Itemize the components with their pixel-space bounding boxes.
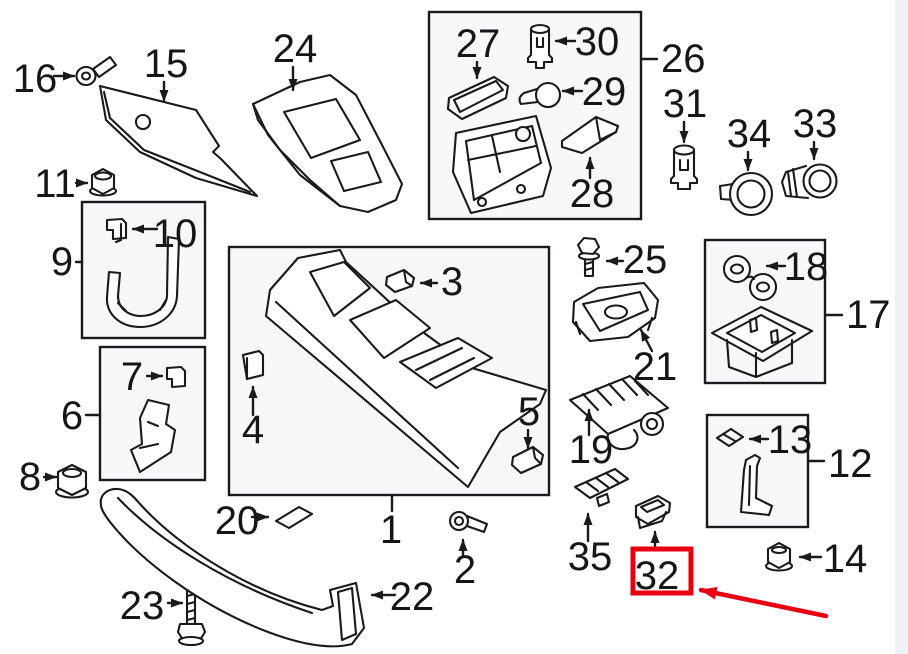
callout-29[interactable]: 29 <box>582 70 627 114</box>
callout-15[interactable]: 15 <box>144 42 189 86</box>
part-25-drawing <box>576 236 601 278</box>
highlight-arrow <box>698 586 829 619</box>
part-8-drawing <box>54 463 90 499</box>
part-12-bracket-drawing <box>739 453 774 517</box>
part-14-drawing <box>764 541 794 572</box>
part-6-drawing <box>129 398 177 474</box>
part-30-drawing <box>526 23 554 70</box>
callout-3[interactable]: 3 <box>441 260 463 304</box>
callout-12[interactable]: 12 <box>828 442 873 486</box>
part-20-drawing <box>274 505 314 530</box>
callout-4[interactable]: 4 <box>242 408 264 452</box>
part-27-drawing <box>446 75 510 121</box>
part-9-drawing <box>105 235 181 329</box>
part-26-control-unit-drawing <box>451 114 553 215</box>
callout-1[interactable]: 1 <box>380 508 402 552</box>
part-34-drawing <box>718 171 774 217</box>
callout-31[interactable]: 31 <box>663 82 708 126</box>
callout-9[interactable]: 9 <box>51 240 73 284</box>
window-edge-strip <box>895 0 908 654</box>
callout-28[interactable]: 28 <box>570 172 615 216</box>
leader-21 <box>639 328 654 353</box>
callout-20[interactable]: 20 <box>215 499 260 543</box>
part-31-drawing <box>669 144 699 191</box>
part-10-drawing <box>105 217 128 244</box>
callout-24[interactable]: 24 <box>273 27 318 71</box>
part-22-drawing <box>99 487 366 648</box>
callout-18[interactable]: 18 <box>784 245 829 289</box>
part-21-drawing <box>571 281 660 343</box>
highlight-box <box>630 546 694 596</box>
part-3-drawing <box>384 268 416 294</box>
part-16-drawing <box>75 55 118 87</box>
part-15-drawing <box>98 84 259 198</box>
part-7-drawing <box>165 365 187 389</box>
part-29-drawing <box>518 81 562 109</box>
callout-26[interactable]: 26 <box>661 37 706 81</box>
callout-6[interactable]: 6 <box>61 394 83 438</box>
callout-2[interactable]: 2 <box>454 548 476 592</box>
part-18-drawing <box>722 254 778 302</box>
part-32-drawing <box>634 494 672 530</box>
callout-5[interactable]: 5 <box>518 390 540 434</box>
part-2-drawing <box>448 510 489 534</box>
part-1-drawing <box>264 248 548 489</box>
callout-25[interactable]: 25 <box>623 238 668 282</box>
part-35-drawing <box>573 467 630 508</box>
part-33-drawing <box>780 163 838 200</box>
callout-17[interactable]: 17 <box>846 293 891 337</box>
callout-11[interactable]: 11 <box>34 162 76 206</box>
callout-14[interactable]: 14 <box>823 537 868 581</box>
part-17-cupholder-drawing <box>710 305 814 379</box>
callout-22[interactable]: 22 <box>390 575 435 619</box>
callout-35[interactable]: 35 <box>568 535 613 579</box>
part-4-drawing <box>241 349 265 381</box>
part-11-drawing <box>88 167 118 197</box>
callout-33[interactable]: 33 <box>793 102 838 146</box>
callout-10[interactable]: 10 <box>153 212 198 256</box>
callout-19[interactable]: 19 <box>569 428 614 472</box>
callout-34[interactable]: 34 <box>727 112 772 156</box>
part-19-drawing <box>568 374 670 451</box>
part-23-drawing <box>176 586 207 647</box>
callout-23[interactable]: 23 <box>120 584 165 628</box>
callout-13[interactable]: 13 <box>768 418 813 462</box>
callout-8[interactable]: 8 <box>19 455 41 499</box>
part-28-drawing <box>560 115 620 155</box>
callout-27[interactable]: 27 <box>456 22 501 66</box>
part-5-drawing <box>510 445 545 475</box>
part-24-drawing <box>251 73 404 214</box>
callout-16[interactable]: 16 <box>13 57 58 101</box>
callout-30[interactable]: 30 <box>575 20 620 64</box>
callout-7[interactable]: 7 <box>121 355 143 399</box>
part-13-drawing <box>715 427 745 448</box>
callout-21[interactable]: 21 <box>633 345 678 389</box>
